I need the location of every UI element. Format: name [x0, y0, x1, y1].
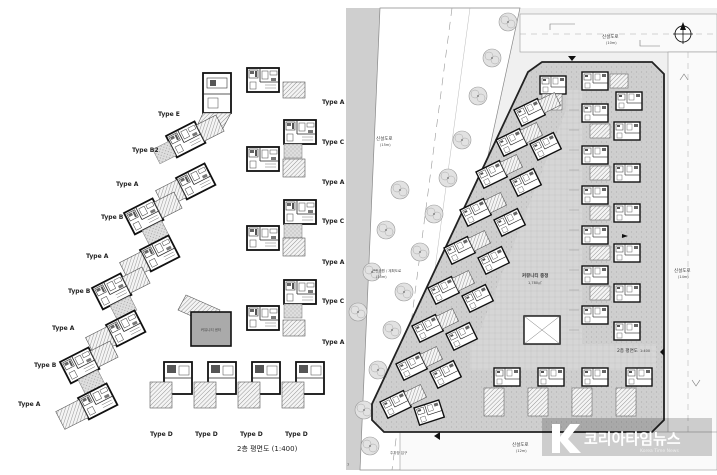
floor-plan-left: 커뮤니티 센터 Type E Type B2 Type A Type B Typ…	[18, 67, 345, 453]
houses-south	[483, 367, 653, 417]
entry-markers	[434, 56, 664, 440]
unit-type-b-1	[123, 191, 183, 246]
unit-type-b-3	[59, 340, 119, 395]
unit-row-type-d	[149, 361, 325, 409]
site-plan-scale: 1:400	[640, 349, 650, 353]
label-type-d: Type D	[195, 431, 218, 438]
label-type-b: Type B	[68, 288, 91, 295]
label-type-a: Type A	[52, 325, 75, 332]
watermark-sub: Korea Time News	[640, 448, 679, 454]
watermark-logo-icon	[552, 424, 581, 453]
road-labels: 신설도로 (10m) 신설도로 (15m) 신설도로 (14m) 신설도로 (1…	[372, 33, 691, 455]
label-type-c: Type C	[322, 218, 345, 225]
page-number: 7	[347, 463, 349, 467]
label-type-e: Type E	[158, 111, 180, 118]
houses-east	[581, 103, 641, 341]
courtyard-south-strip	[470, 344, 656, 370]
unit-column-east	[246, 67, 317, 337]
label-type-a: Type A	[322, 339, 345, 346]
lot-stripes	[569, 109, 579, 331]
type-labels: Type E Type B2 Type A Type B Type A Type…	[18, 99, 345, 438]
road-north-label: 신설도로	[602, 33, 619, 40]
courtyard-paving	[470, 90, 582, 370]
label-type-d: Type D	[150, 431, 173, 438]
entrance-label: 주차장 입구	[390, 450, 408, 455]
watermark: 코리아타임뉴스 Korea Time News	[542, 418, 712, 456]
label-type-b2: Type B2	[132, 147, 159, 154]
label-type-a: Type A	[86, 253, 109, 260]
community-center: 커뮤니티 센터	[177, 294, 232, 347]
road-south-width: (12m)	[516, 449, 527, 453]
label-type-d: Type D	[240, 431, 263, 438]
site-plan: 신설도로 (10m) 신설도로 (15m) 신설도로 (14m) 신설도로 (1…	[346, 7, 717, 471]
unit-type-a-4	[55, 382, 119, 430]
community-center-label: 커뮤니티 센터	[201, 327, 221, 332]
site-community-center	[523, 315, 561, 345]
label-type-a: Type A	[322, 99, 345, 106]
floor-plan-title: 2층 평면도 (1:400)	[237, 444, 298, 453]
watermark-name: 코리아타임뉴스	[584, 430, 681, 448]
road-west-width: (15m)	[380, 143, 391, 147]
north-arrow-icon	[673, 22, 693, 44]
label-type-a: Type A	[116, 181, 139, 188]
unit-type-b2	[152, 114, 225, 165]
road-east-label: 신설도로	[674, 267, 691, 274]
label-type-c: Type C	[322, 298, 345, 305]
label-type-a: Type A	[18, 401, 41, 408]
courtyard-area: 1,780㎡	[528, 280, 542, 285]
road-east-width: (14m)	[678, 275, 689, 279]
road-south-label: 신설도로	[512, 441, 529, 448]
label-type-a: Type A	[322, 179, 345, 186]
road-north-width: (10m)	[606, 41, 617, 45]
road-west-label: 신설도로	[376, 135, 393, 142]
park-road-width: (15m)	[376, 275, 387, 279]
label-type-a: Type A	[322, 259, 345, 266]
site-plan-title: 2층 평면도	[617, 347, 638, 354]
unit-type-b-2	[91, 266, 151, 321]
label-type-d: Type D	[285, 431, 308, 438]
label-type-c: Type C	[322, 139, 345, 146]
label-type-b: Type B	[34, 362, 57, 369]
road-east	[667, 51, 717, 453]
label-type-b: Type B	[101, 214, 124, 221]
courtyard-label: 커뮤니티 중정	[522, 272, 548, 279]
park-road-label: 근린공원 / 계획도로	[372, 268, 402, 273]
